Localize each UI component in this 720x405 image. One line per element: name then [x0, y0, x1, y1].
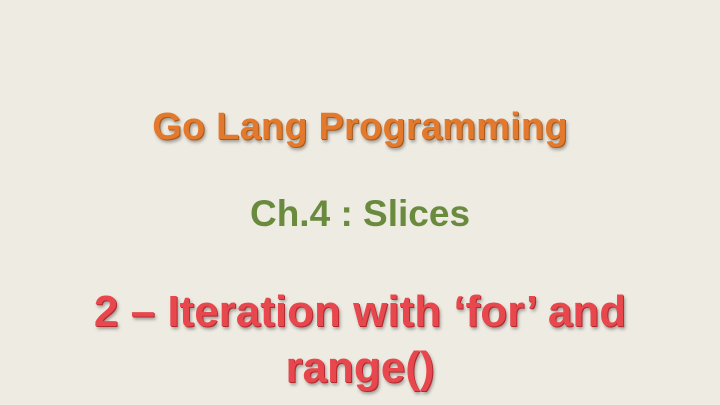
slide-title: Go Lang Programming: [152, 106, 568, 148]
slide-subtitle: Ch.4 : Slices: [249, 193, 471, 234]
slide-heading: 2 – Iteration with ‘for’ and range(): [93, 287, 627, 392]
